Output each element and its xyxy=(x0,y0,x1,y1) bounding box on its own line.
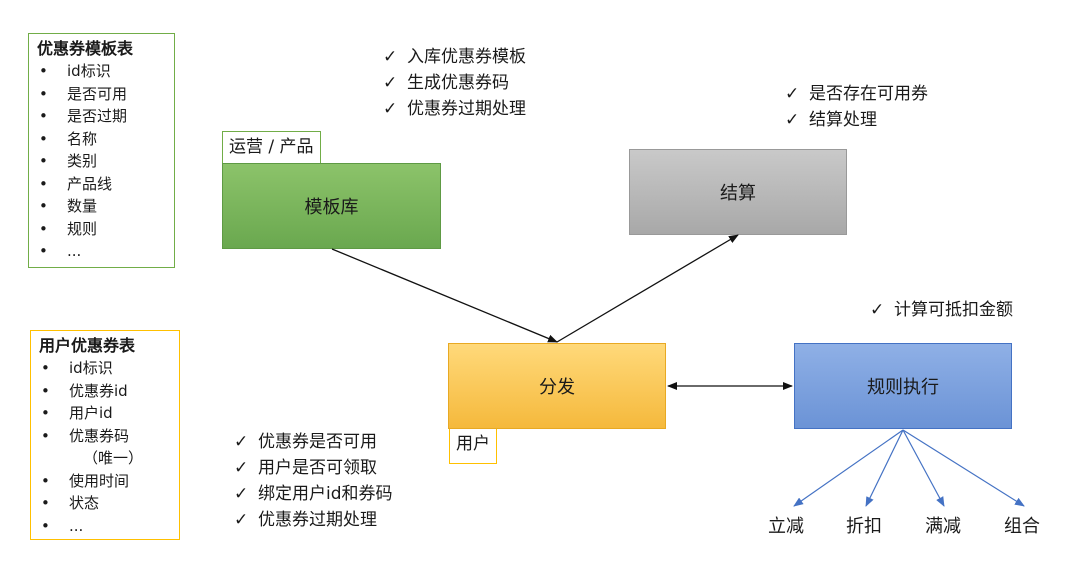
template-repo-owner-tag: 运营 / 产品 xyxy=(222,131,321,164)
task-item: ✓用户是否可领取 xyxy=(234,455,393,481)
field-item: 是否过期 xyxy=(37,105,166,128)
task-item: ✓入库优惠券模板 xyxy=(383,44,526,70)
user-coupon-table-title: 用户优惠券表 xyxy=(39,336,136,355)
arrow-rule-to-percent-discount xyxy=(865,429,904,507)
task-item: ✓优惠券是否可用 xyxy=(234,429,393,455)
rule-execution-box: 规则执行 xyxy=(794,343,1012,429)
field-item: 使用时间 xyxy=(39,470,171,493)
user-coupon-fields: id标识 优惠券id 用户id 优惠券码 （唯一） 使用时间 状态 ... xyxy=(39,357,171,537)
field-item: 规则 xyxy=(37,218,166,241)
task-item: ✓绑定用户id和券码 xyxy=(234,481,393,507)
field-item-note: （唯一） xyxy=(83,449,144,467)
rule-type-combined: 组合 xyxy=(1004,516,1040,537)
coupon-template-table-title: 优惠券模板表 xyxy=(37,39,134,58)
task-item: ✓结算处理 xyxy=(785,107,928,133)
field-item: ... xyxy=(37,240,166,263)
distribution-owner-tag: 用户 xyxy=(449,429,497,464)
check-icon: ✓ xyxy=(383,47,398,67)
arrow-rule-to-combined xyxy=(902,429,1025,507)
check-icon: ✓ xyxy=(234,458,249,478)
field-item: 用户id xyxy=(39,402,171,425)
field-item: 状态 xyxy=(39,492,171,515)
distribution-box: 分发 xyxy=(448,343,666,429)
task-item: ✓优惠券过期处理 xyxy=(234,507,393,533)
check-icon: ✓ xyxy=(785,84,800,104)
field-item: 名称 xyxy=(37,128,166,151)
field-item: 产品线 xyxy=(37,173,166,196)
check-icon: ✓ xyxy=(234,510,249,530)
field-item: id标识 xyxy=(37,60,166,83)
template-repo-box: 模板库 xyxy=(222,163,441,249)
rule-type-threshold-discount: 满减 xyxy=(925,516,961,537)
rule-type-percent-discount: 折扣 xyxy=(846,516,882,537)
settlement-tasks: ✓是否存在可用券 ✓结算处理 xyxy=(785,81,928,133)
arrow-template-to-distribution xyxy=(331,248,558,343)
arrow-rule-to-threshold-discount xyxy=(902,429,945,507)
field-item: 优惠券码 xyxy=(39,425,171,448)
distribution-tasks: ✓优惠券是否可用 ✓用户是否可领取 ✓绑定用户id和券码 ✓优惠券过期处理 xyxy=(234,429,393,533)
arrow-rule-to-instant-discount xyxy=(793,429,904,507)
check-icon: ✓ xyxy=(870,300,885,320)
coupon-template-fields: id标识 是否可用 是否过期 名称 类别 产品线 数量 规则 ... xyxy=(37,60,166,263)
field-item: ... xyxy=(39,515,171,538)
task-item: ✓生成优惠券码 xyxy=(383,70,526,96)
rule-execution-tasks: ✓计算可抵扣金额 xyxy=(870,297,1013,323)
check-icon: ✓ xyxy=(383,73,398,93)
task-item: ✓是否存在可用券 xyxy=(785,81,928,107)
field-item: 是否可用 xyxy=(37,83,166,106)
settlement-box: 结算 xyxy=(629,149,847,235)
check-icon: ✓ xyxy=(234,432,249,452)
arrow-distribution-to-settlement xyxy=(556,234,739,343)
check-icon: ✓ xyxy=(785,110,800,130)
field-item: 数量 xyxy=(37,195,166,218)
field-item: id标识 xyxy=(39,357,171,380)
rule-type-instant-discount: 立减 xyxy=(768,516,804,537)
check-icon: ✓ xyxy=(234,484,249,504)
task-item: ✓优惠券过期处理 xyxy=(383,96,526,122)
check-icon: ✓ xyxy=(383,99,398,119)
template-repo-tasks: ✓入库优惠券模板 ✓生成优惠券码 ✓优惠券过期处理 xyxy=(383,44,526,122)
task-item: ✓计算可抵扣金额 xyxy=(870,297,1013,323)
field-item: 优惠券id xyxy=(39,380,171,403)
field-item: 类别 xyxy=(37,150,166,173)
coupon-template-table: 优惠券模板表 id标识 是否可用 是否过期 名称 类别 产品线 数量 规则 ..… xyxy=(28,33,175,268)
user-coupon-table: 用户优惠券表 id标识 优惠券id 用户id 优惠券码 （唯一） 使用时间 状态… xyxy=(30,330,180,540)
